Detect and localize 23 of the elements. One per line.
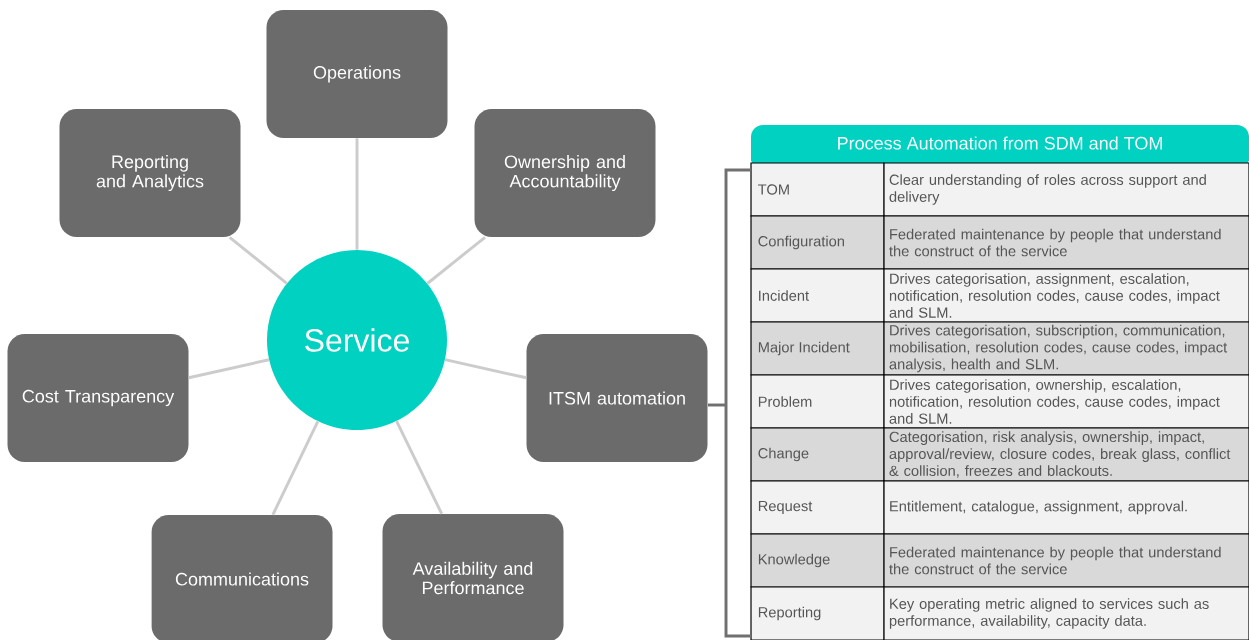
- connector-line: [426, 236, 486, 285]
- table-cell: Configuration: [750, 215, 885, 270]
- process-box: Cost Transparency: [7, 334, 189, 462]
- connector-line: [228, 236, 288, 285]
- table-cell: Major Incident: [750, 321, 885, 376]
- table-cell: Request: [750, 480, 885, 535]
- process-box: ITSM automation: [526, 334, 708, 462]
- connector-line: [188, 358, 270, 380]
- connector-line: [395, 420, 443, 515]
- process-box: Ownership and Accountability: [474, 109, 656, 237]
- table-cell: Reporting: [750, 586, 885, 640]
- connector-line: [355, 138, 359, 250]
- table-cell: Problem: [750, 374, 885, 429]
- table-cell: TOM: [750, 162, 885, 217]
- process-box: Availability and Performance: [382, 514, 564, 640]
- process-box: Communications: [151, 515, 333, 640]
- table-cell: Knowledge: [750, 533, 885, 588]
- connector-line: [444, 358, 527, 380]
- process-box: Reporting and Analytics: [59, 109, 241, 237]
- table-cell: Change: [750, 427, 885, 482]
- connector-line: [271, 420, 320, 516]
- process-box: Operations: [266, 10, 448, 138]
- table-cell: Incident: [750, 268, 885, 323]
